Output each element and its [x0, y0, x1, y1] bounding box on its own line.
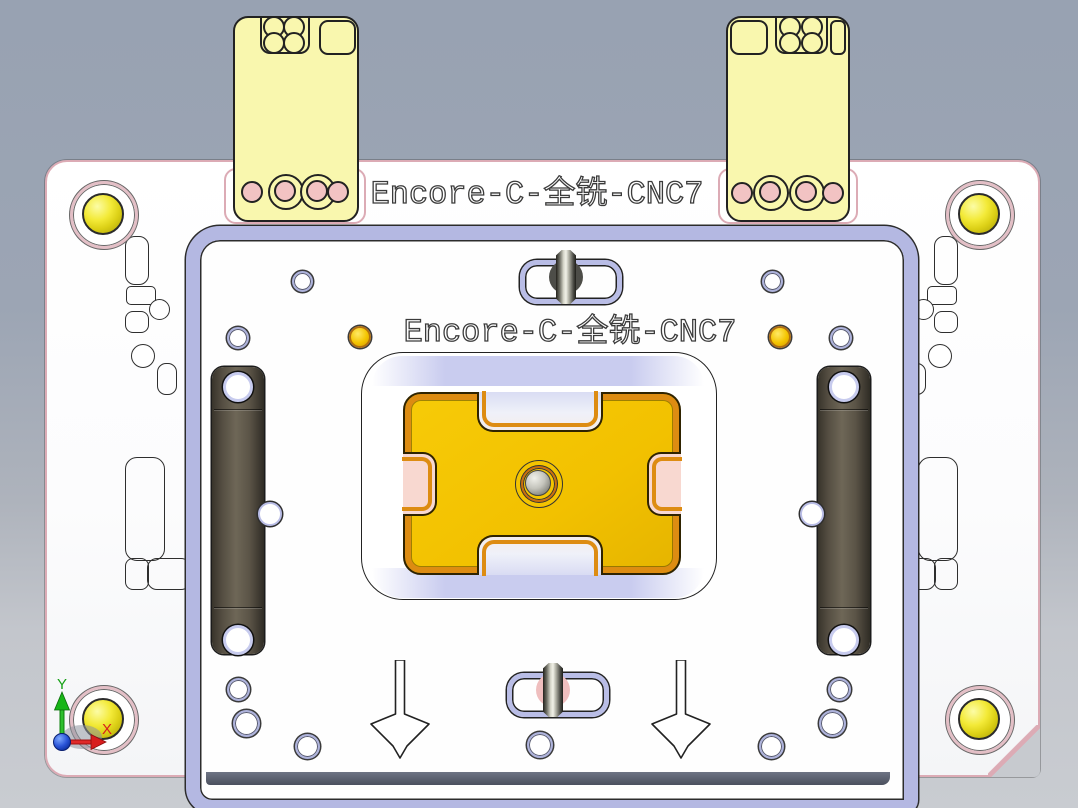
corner-locator-bottom-right[interactable]: [946, 686, 1014, 754]
down-arrow-right: [651, 660, 711, 759]
workpiece-notch-left: [402, 452, 437, 516]
margin-pocket: [125, 457, 165, 561]
clamp-pin-hole: [822, 182, 844, 204]
dowel-hole: [828, 678, 851, 701]
dowel-hole: [819, 710, 846, 737]
clamp-cap: [830, 20, 846, 55]
fixture-plate-engraving: Encore-C-全铣-CNC7: [403, 313, 737, 351]
clamp-grip-inset: [775, 18, 828, 54]
side-rail-right[interactable]: [818, 367, 870, 655]
rail-bolt-hole: [829, 372, 859, 402]
boss-screw: [525, 470, 551, 496]
slot-pin-top[interactable]: [556, 250, 576, 304]
dowel-hole: [227, 678, 250, 701]
margin-pocket: [918, 457, 958, 561]
margin-hole: [149, 299, 170, 320]
clamp-grip-inset: [260, 18, 310, 54]
corner-locator-top-left[interactable]: [70, 181, 138, 249]
margin-hole: [928, 344, 952, 368]
center-boss[interactable]: [515, 460, 563, 508]
margin-slot: [934, 558, 958, 590]
locator-pin-yellow: [769, 326, 791, 348]
clamp-cap: [319, 20, 356, 55]
x-axis-arrow: [64, 739, 94, 745]
pocket-band-top: [372, 356, 704, 386]
origin-triad: Y X: [53, 676, 112, 751]
corner-locator-top-right[interactable]: [946, 181, 1014, 249]
margin-slot: [125, 236, 149, 285]
clamp-pin-hole: [731, 182, 753, 204]
clamp-screw-hole: [789, 175, 825, 211]
side-rail-left[interactable]: [212, 367, 264, 655]
margin-slot: [125, 311, 149, 333]
fixture-plate-bottom-edge: [206, 772, 890, 785]
base-plate-engraving: Encore-C-全铣-CNC7: [370, 175, 704, 213]
dowel-hole: [227, 327, 249, 349]
clamp-cap: [730, 20, 768, 55]
rail-bolt-hole: [223, 372, 253, 402]
workpiece-notch-right: [647, 452, 682, 516]
rail-notch: [800, 502, 824, 526]
dowel-hole: [292, 271, 313, 292]
locator-ball: [957, 192, 1000, 235]
clamp-pin-hole: [241, 181, 263, 203]
dowel-hole: [830, 327, 852, 349]
y-axis-arrow: [59, 708, 65, 740]
margin-step: [126, 286, 156, 305]
dowel-hole: [759, 734, 784, 759]
dowel-hole: [233, 710, 260, 737]
margin-oval: [157, 363, 177, 395]
rail-bolt-hole: [829, 625, 859, 655]
x-axis-arrowhead: [90, 733, 107, 751]
x-axis-label: X: [102, 721, 112, 738]
clamp-screw-hole: [268, 174, 304, 210]
y-axis-arrowhead: [53, 690, 71, 711]
margin-hole: [131, 344, 155, 368]
clamp-left[interactable]: [233, 16, 359, 222]
y-axis-label: Y: [57, 676, 67, 693]
origin-ball: [53, 733, 71, 751]
dowel-hole: [527, 732, 553, 758]
dowel-hole: [295, 734, 320, 759]
margin-step: [927, 286, 957, 305]
dowel-hole: [762, 271, 783, 292]
margin-slot: [125, 558, 149, 590]
clamp-right[interactable]: [726, 16, 850, 222]
down-arrow-left: [370, 660, 430, 759]
locator-ball: [81, 192, 124, 235]
locator-pin-yellow: [349, 326, 371, 348]
margin-slot: [934, 236, 958, 285]
slot-pin-bottom[interactable]: [543, 663, 563, 717]
rail-notch: [258, 502, 282, 526]
margin-slot: [934, 311, 958, 333]
clamp-screw-hole: [753, 175, 789, 211]
rail-bolt-hole: [223, 625, 253, 655]
locator-ball: [957, 697, 1000, 740]
clamp-pin-hole: [327, 181, 349, 203]
workpiece-notch-bottom: [477, 535, 603, 576]
margin-slot: [147, 558, 191, 590]
workpiece-notch-top: [477, 391, 603, 432]
